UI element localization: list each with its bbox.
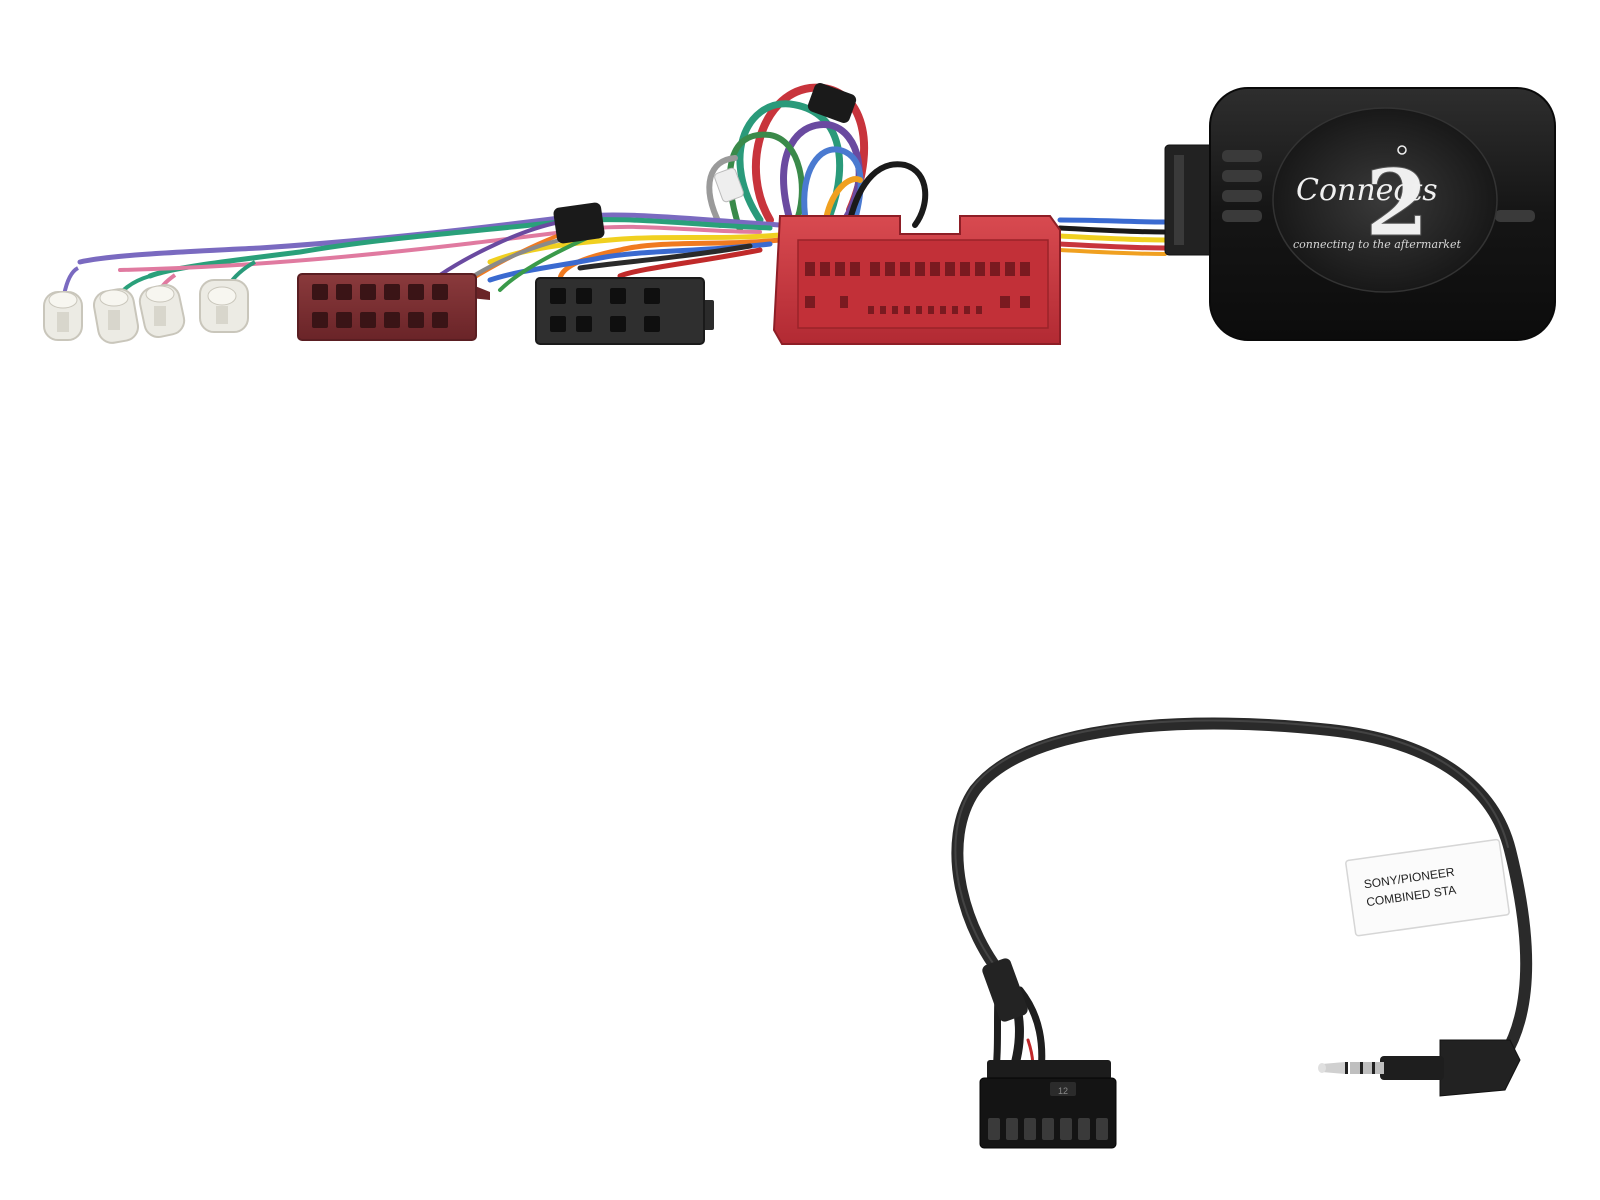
patch-lead: SONY/PIONEER COMBINED STA 12 bbox=[951, 717, 1533, 1149]
logo-badge bbox=[1272, 107, 1498, 293]
vehicle-harness-connector bbox=[772, 215, 1061, 345]
jack-plug bbox=[1318, 1039, 1521, 1097]
connector-pin-marking: 12 bbox=[1058, 1086, 1068, 1096]
terminal-connector bbox=[138, 273, 186, 339]
terminal-connector bbox=[93, 274, 151, 344]
iso-speaker-connector bbox=[297, 273, 490, 341]
iso-power-connector bbox=[535, 277, 714, 345]
steering-control-interface-box: 2 Connects connecting to the aftermarket bbox=[1164, 87, 1556, 341]
patch-cable bbox=[951, 717, 1533, 1061]
twelve-pin-connector: 12 bbox=[979, 1060, 1117, 1149]
logo-tagline: connecting to the aftermarket bbox=[1293, 238, 1461, 251]
logo-wordmark: Connects bbox=[1296, 173, 1438, 208]
terminal-connector bbox=[199, 260, 256, 333]
logo-digit: 2 bbox=[1365, 149, 1429, 257]
cable-label-tag: SONY/PIONEER COMBINED STA bbox=[1345, 838, 1510, 937]
terminal-connector bbox=[43, 266, 83, 341]
speaker-terminal-connectors bbox=[43, 260, 256, 344]
wiring-loom bbox=[77, 83, 1168, 292]
